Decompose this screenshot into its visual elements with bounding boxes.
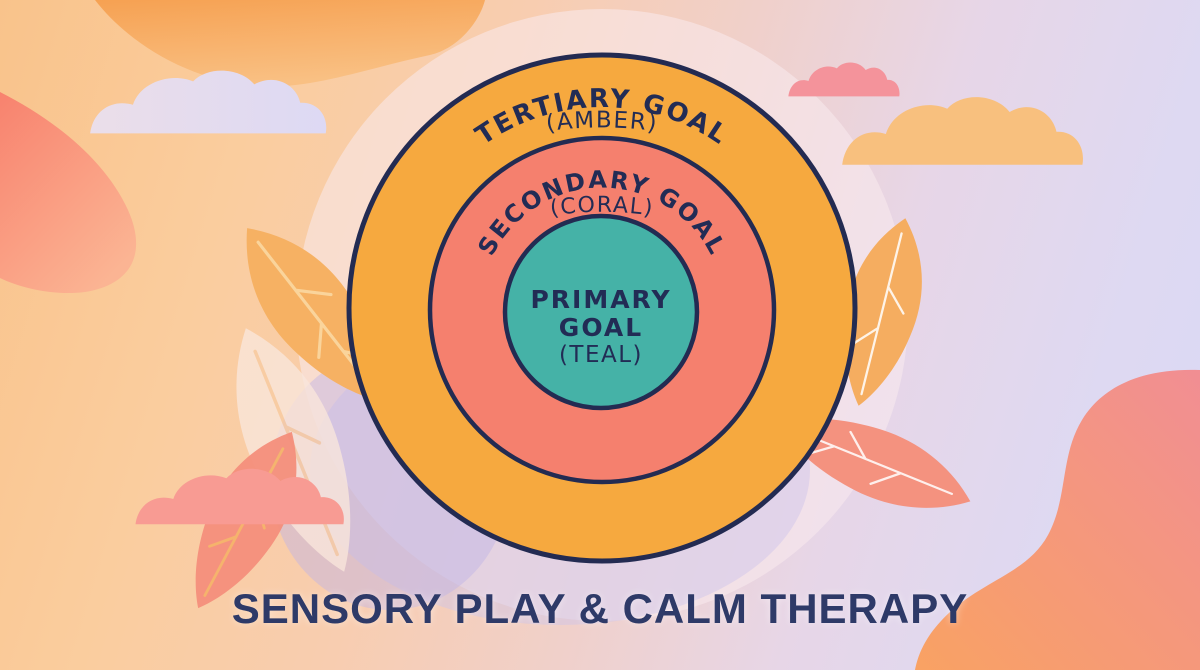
blob-coral-bottom-right — [915, 369, 1200, 670]
page-title: SENSORY PLAY & CALM THERAPY — [231, 585, 969, 632]
primary-circle — [502, 213, 700, 411]
primary-label-line1: PRIMARY — [530, 285, 671, 314]
blob-pink-left — [0, 92, 137, 294]
secondary-sublabel: (CORAL) — [548, 193, 655, 222]
goal-diagram: TERTIARY GOAL (AMBER) SECONDARY GOAL (CO… — [346, 52, 858, 564]
cloud-orange-top-right-icon — [842, 97, 1083, 165]
leaf-orange-right — [824, 209, 940, 415]
blob-orange-top — [95, 0, 485, 87]
primary-label-line2: GOAL — [559, 313, 643, 342]
tertiary-sublabel: (AMBER) — [544, 107, 659, 137]
leaf-coral-right — [763, 391, 983, 533]
cloud-pink-top-right-icon — [788, 62, 900, 97]
primary-sublabel: (TEAL) — [559, 342, 643, 368]
leaf-orange-left — [215, 203, 415, 427]
